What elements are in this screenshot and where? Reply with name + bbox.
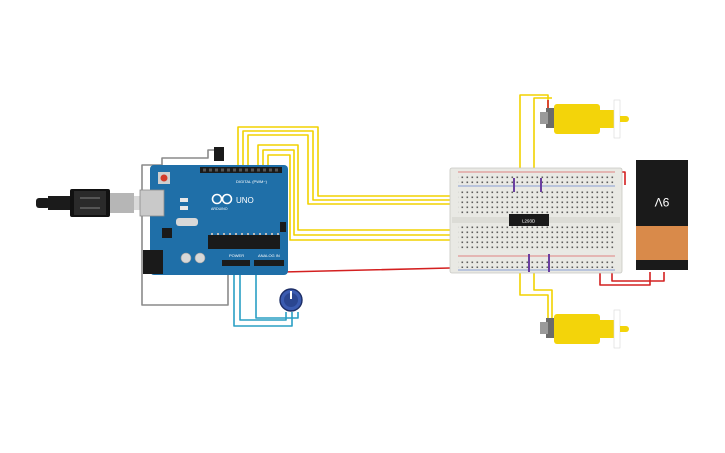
teal-wire-3[interactable] xyxy=(255,262,299,319)
battery-icon[interactable]: 9V xyxy=(636,160,688,270)
battery-label: 9V xyxy=(655,195,670,209)
battery-red-wire-1[interactable] xyxy=(599,268,651,286)
battery-red-wire-2[interactable] xyxy=(611,268,665,282)
yellow-wire-3[interactable] xyxy=(247,134,475,205)
sensor-module[interactable] xyxy=(214,147,224,161)
teal-wire-2[interactable] xyxy=(239,262,287,321)
analog-header-label: ANALOG IN xyxy=(258,253,280,258)
gray-wire[interactable] xyxy=(141,164,229,306)
jumper[interactable] xyxy=(548,254,550,272)
motor-top-wire-b[interactable] xyxy=(533,97,552,200)
motor-driver-chip[interactable]: L293D xyxy=(509,214,549,226)
teal-wire-1[interactable] xyxy=(233,262,293,327)
gray-wire-top[interactable] xyxy=(161,149,214,165)
digital-header-label: DIGITAL (PWM~) xyxy=(236,179,268,184)
arduino-model-label: UNO xyxy=(236,196,254,205)
power-header-label: POWER xyxy=(229,253,244,258)
arduino-brand-label: ARDUINO xyxy=(211,207,228,211)
yellow-wire-1[interactable] xyxy=(237,126,465,197)
arduino-logo-icon xyxy=(211,193,233,205)
dc-motor-icon[interactable] xyxy=(540,99,629,139)
yellow-wire-6[interactable] xyxy=(267,154,480,241)
yellow-wire-4[interactable] xyxy=(257,144,470,231)
yellow-wire-2[interactable] xyxy=(242,130,470,201)
jumper[interactable] xyxy=(528,254,530,272)
potentiometer-icon[interactable] xyxy=(279,288,303,312)
wires xyxy=(141,94,665,327)
usb-cable-icon[interactable] xyxy=(36,189,154,217)
jumper[interactable] xyxy=(513,178,515,192)
jumper[interactable] xyxy=(540,178,542,192)
arduino-uno-board[interactable]: DIGITAL (PWM~) ARDUINO UNO POWER AN xyxy=(139,147,288,275)
yellow-wire-5[interactable] xyxy=(262,149,475,236)
driver-chip-label: L293D xyxy=(522,219,536,224)
dc-motor-icon[interactable] xyxy=(540,309,629,349)
